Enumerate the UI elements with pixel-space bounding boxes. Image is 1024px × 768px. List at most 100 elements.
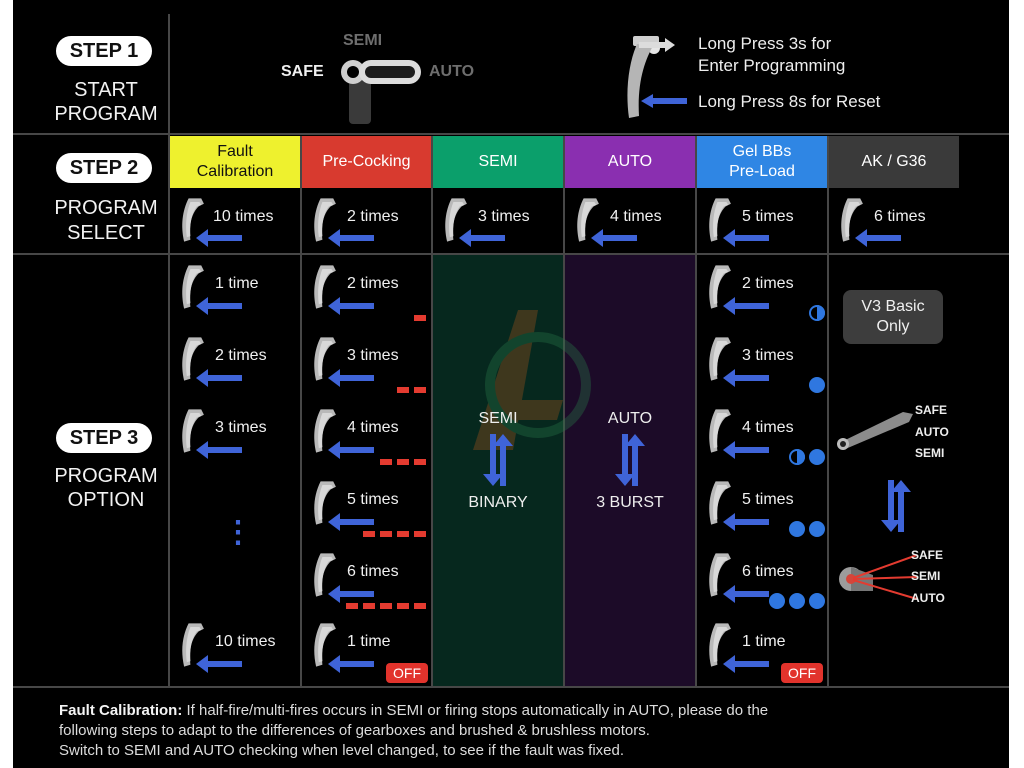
gel-bbs-option-cell: 6 times xyxy=(697,545,827,615)
press-count: 5 times xyxy=(742,491,794,508)
level-dot xyxy=(789,449,805,465)
semi-option-bottom: BINARY xyxy=(468,494,528,511)
press-count: 4 times xyxy=(742,419,794,436)
pre-cocking-option-cell: 5 times xyxy=(302,473,431,543)
level-indicator xyxy=(414,387,426,393)
arrow-left-icon xyxy=(723,585,769,603)
arrow-left-icon xyxy=(459,229,505,247)
level-indicator xyxy=(414,603,426,609)
fault-option-cell: 2 times xyxy=(170,329,300,399)
fault-option-cell: 3 times xyxy=(170,401,300,471)
level-dot xyxy=(809,521,825,537)
selector1-safe: SAFE xyxy=(915,403,948,417)
level-dot xyxy=(809,593,825,609)
arrow-left-icon xyxy=(196,655,242,673)
arrow-left-icon xyxy=(328,655,374,673)
press-count: 10 times xyxy=(215,633,276,650)
level-dot xyxy=(809,449,825,465)
arrow-left-icon xyxy=(328,369,374,387)
press-count: 1 time xyxy=(742,633,786,650)
level-indicator xyxy=(346,603,358,609)
long-press-3s-line2: Enter Programming xyxy=(698,56,846,75)
pre-cocking-option-cell: 2 times xyxy=(302,257,431,327)
arrow-left-icon xyxy=(196,369,242,387)
gel-bbs-option-cell: 4 times xyxy=(697,401,827,471)
switch-semi-label: SEMI xyxy=(343,32,383,49)
swap-arrows-icon xyxy=(881,480,911,532)
fire-selector-icon xyxy=(341,60,421,124)
swap-arrows-icon xyxy=(483,434,513,486)
press-count: 6 times xyxy=(347,563,399,580)
arrow-left-icon xyxy=(723,655,769,673)
arrow-left-icon xyxy=(723,229,769,247)
note-text-1: If half-fire/multi-fires occurs in SEMI … xyxy=(182,702,769,719)
pre-cocking-option-cell: 6 times xyxy=(302,545,431,615)
press-count: 2 times xyxy=(347,208,399,225)
arrow-left-icon xyxy=(196,229,242,247)
auto-option-top: AUTO xyxy=(607,410,653,427)
level-indicator xyxy=(397,387,409,393)
arrow-left-icon xyxy=(328,585,374,603)
pre-cocking-option-cell: 3 times xyxy=(302,329,431,399)
fault-calibration-note: Fault Calibration: If half-fire/multi-fi… xyxy=(59,701,959,761)
select-cell-semi: 3 times xyxy=(433,190,563,253)
swap-arrows-icon xyxy=(615,434,645,486)
arrow-left-icon xyxy=(591,229,637,247)
press-count: 2 times xyxy=(347,275,399,292)
step1-line2: PROGRAM xyxy=(54,103,158,125)
programming-chart: STEP 1 START PROGRAM STEP 2 PROGRAM SELE… xyxy=(13,0,1009,768)
selector1-semi: SEMI xyxy=(915,446,945,460)
step2-line1: PROGRAM xyxy=(54,197,158,219)
press-count: 5 times xyxy=(742,208,794,225)
watermark-logo xyxy=(473,310,591,450)
step1-line1: START xyxy=(74,79,138,101)
level-indicator xyxy=(380,459,392,465)
press-count: 3 times xyxy=(742,347,794,364)
arrow-left-icon xyxy=(328,297,374,315)
press-count: 5 times xyxy=(347,491,399,508)
press-count: 1 time xyxy=(347,633,391,650)
semi-option-top: SEMI xyxy=(478,410,518,427)
more-options-icon: ⋮ xyxy=(223,516,253,549)
long-press-8s-label: Long Press 8s for Reset xyxy=(698,92,881,111)
header-semi: SEMI xyxy=(433,136,563,188)
level-indicator xyxy=(414,531,426,537)
press-count: 4 times xyxy=(347,419,399,436)
level-dot xyxy=(809,305,825,321)
off-badge: OFF xyxy=(386,663,428,683)
selector2-safe: SAFE xyxy=(911,548,944,562)
select-cell-auto: 4 times xyxy=(565,190,695,253)
level-indicator xyxy=(397,603,409,609)
step2-line2: SELECT xyxy=(67,222,145,244)
selector2-semi: SEMI xyxy=(911,569,941,583)
select-cell-gel-bbs: 5 times xyxy=(697,190,827,253)
level-indicator xyxy=(397,459,409,465)
arrow-left-icon xyxy=(196,441,242,459)
press-count: 3 times xyxy=(347,347,399,364)
press-count: 3 times xyxy=(215,419,267,436)
arrow-icon xyxy=(639,38,675,52)
header-ak-g36: AK / G36 xyxy=(829,136,959,188)
arrow-left-icon xyxy=(328,513,374,531)
arrow-left-icon xyxy=(328,441,374,459)
level-dot xyxy=(789,593,805,609)
arrow-left-icon xyxy=(855,229,901,247)
gel-bbs-option-cell: 3 times xyxy=(697,329,827,399)
level-indicator xyxy=(380,531,392,537)
auto-option-column xyxy=(565,255,695,686)
selector1-auto: AUTO xyxy=(915,425,949,439)
press-count: 2 times xyxy=(215,347,267,364)
fault-option-cell: 10 times xyxy=(170,615,300,685)
level-indicator xyxy=(414,459,426,465)
press-count: 4 times xyxy=(610,208,662,225)
press-count: 3 times xyxy=(478,208,530,225)
level-dot xyxy=(789,521,805,537)
semi-option-column xyxy=(433,255,563,686)
selector2-auto: AUTO xyxy=(911,591,945,605)
note-text-2: following steps to adapt to the differen… xyxy=(59,722,650,739)
selector-lever-icon xyxy=(837,412,913,450)
arrow-icon xyxy=(641,94,687,108)
note-title: Fault Calibration: xyxy=(59,702,183,719)
